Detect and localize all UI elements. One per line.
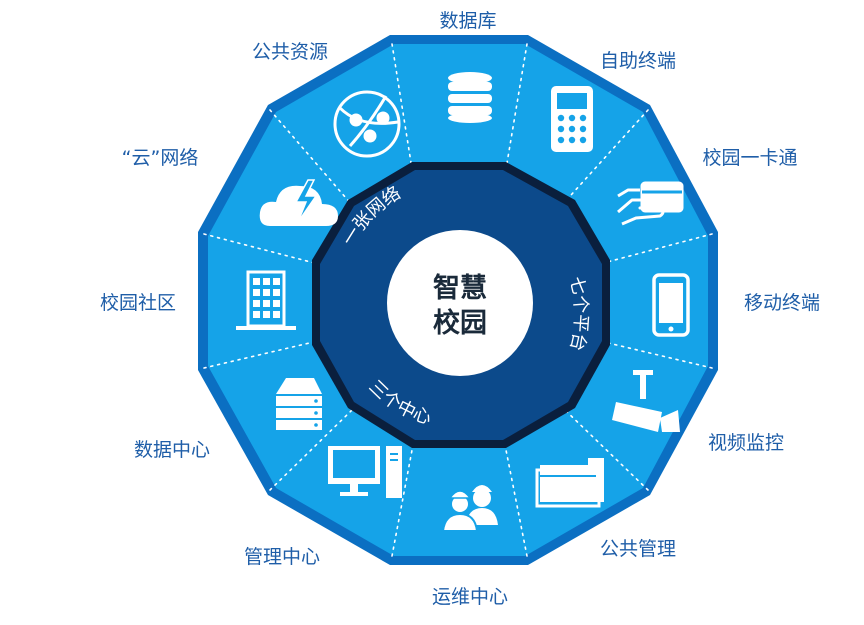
label-self-service-terminal: 自助终端 bbox=[600, 50, 676, 72]
segment-separators bbox=[203, 43, 713, 557]
label-operations-center: 运维中心 bbox=[432, 586, 508, 608]
folder-icon bbox=[535, 458, 604, 508]
server-icon bbox=[276, 378, 322, 430]
center-title-line2: 校园 bbox=[433, 307, 487, 339]
label-cloud-network: “云”网络 bbox=[122, 147, 199, 169]
calculator-icon bbox=[551, 86, 593, 152]
center-circle bbox=[387, 230, 533, 376]
label-mobile-terminal: 移动终端 bbox=[744, 292, 820, 314]
database-icon bbox=[448, 72, 492, 123]
engineers-icon bbox=[441, 485, 498, 532]
label-management-center: 管理中心 bbox=[244, 546, 320, 568]
label-campus-card: 校园一卡通 bbox=[702, 147, 797, 169]
label-public-management: 公共管理 bbox=[600, 538, 676, 560]
building-icon bbox=[236, 270, 296, 330]
network-globe-icon bbox=[333, 90, 401, 158]
smartphone-icon bbox=[652, 273, 690, 337]
campus-card-icon bbox=[617, 181, 684, 226]
label-video-surveillance: 视频监控 bbox=[708, 432, 784, 454]
label-data-center: 数据中心 bbox=[134, 439, 210, 461]
computer-icon bbox=[328, 446, 402, 498]
label-campus-community: 校园社区 bbox=[100, 292, 176, 314]
surveillance-camera-icon bbox=[612, 370, 680, 432]
label-public-resources: 公共资源 bbox=[252, 41, 328, 63]
center-title-line1: 智慧 bbox=[433, 273, 487, 304]
label-database: 数据库 bbox=[439, 10, 496, 32]
cloud-icon bbox=[259, 179, 338, 226]
